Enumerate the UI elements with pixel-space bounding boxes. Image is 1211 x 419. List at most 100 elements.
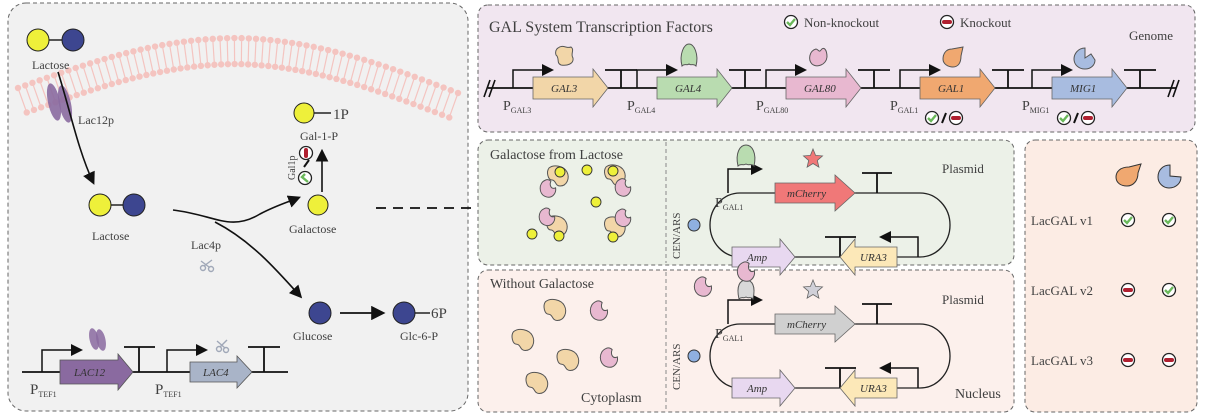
amp-gene-label: Amp [746,252,768,264]
glucose-molecule [308,301,332,325]
gal80-protein-icon [589,300,609,321]
scissors-icon [199,259,215,273]
gal1-promoter-arrow [727,163,763,193]
svg-text:PMIG1: PMIG1 [1022,99,1049,115]
promoter-sub: GAL80 [764,106,788,115]
break-mark-right [1167,79,1180,98]
gal-protein-complexes [526,164,632,243]
gal4-protein-icon [680,43,698,67]
gal4-gene-label: GAL4 [675,83,702,95]
promoter-label: P [1022,99,1030,114]
promoter-sub: GAL1 [898,106,918,115]
strain-name: LacGAL v2 [1031,283,1093,298]
terminator [729,69,761,88]
check-icon [1161,282,1177,298]
ura3-gene [839,368,898,408]
mcherry-gene-label: mCherry [787,188,826,200]
ura3-promoter-arrow [879,362,919,388]
scissors-icon [215,339,230,354]
strain-row: LacGAL v3 [1031,352,1177,368]
svg-text:PGAL80: PGAL80 [756,99,788,115]
promoter-label: P [715,196,723,211]
gal80-protein-icon [614,208,632,227]
terminator [992,69,1024,88]
gal80-protein-icon [538,207,556,226]
ura3-gene [839,237,898,277]
gal-1-p-molecule [293,102,331,124]
terminator [1124,69,1156,88]
promoter-sub: GAL3 [511,106,531,115]
mcherry-gene [774,174,856,212]
gal80-protein-icon [539,179,557,198]
break-mark-left [483,79,496,98]
origin-icon [687,349,701,363]
gal3-gene [532,67,609,109]
lac-expression-cassette: LAC12 LAC4 PTEF1 PTEF1 [22,328,288,399]
origin-icon [687,218,701,232]
gal80-protein-icon [614,178,632,197]
legend-nonknockout: Non-knockout [804,15,879,30]
lac4p-label: Lac4p [191,238,221,252]
gal80-gene-label: GAL80 [804,83,836,95]
check-icon [1120,212,1136,228]
check-icon [1161,212,1177,228]
terminator-2 [248,346,280,372]
terminator-1 [124,346,155,372]
gal1p-enzyme-label: Gal1p [287,156,298,180]
gal1-protein-icon [942,46,964,68]
gal3-protein-icon [555,45,574,66]
plasmid-label: Plasmid [942,292,984,307]
gal3-protein-icon [525,371,549,395]
gal4-protein-icon [737,279,755,300]
galactose-arrow [172,195,301,223]
mcherry-gene-label: mCherry [787,319,826,331]
lac4-gene [189,354,253,390]
knockout-icon [1161,352,1177,368]
gal3-protein-icon [556,348,580,372]
glucose-label: Glucose [293,329,332,343]
promoter-sub: GAL1 [723,334,743,343]
terminator [862,303,892,324]
gal80-gene [785,67,862,109]
genome-panel-title: GAL System Transcription Factors [489,19,713,36]
svg-text:PTEF1: PTEF1 [155,382,182,399]
galactose-molecule [553,230,565,242]
gal1-gene [919,67,996,109]
terminator [825,236,856,257]
with-galactose-title: Galactose from Lactose [490,148,623,163]
free-gal-proteins [511,298,619,395]
galactose-molecule [607,231,619,243]
gal-1-p-phosphate: 1P [333,107,349,123]
promoter-label: P [503,99,511,114]
promoter-label: P [756,99,764,114]
promoter-tef1-label: P [30,382,38,398]
lac12p-label: Lac12p [78,113,114,127]
gal80-protein-icon [809,47,828,67]
strain-name: LacGAL v1 [1031,213,1093,228]
galactose-molecule [554,166,566,178]
promoter-sub: MIG1 [1030,106,1050,115]
strain-row: LacGAL v2 [1031,282,1177,298]
plasmid-backbone [709,192,951,258]
ura3-gene-label: URA3 [860,252,887,264]
gal1-promoter-arrow [727,294,763,324]
promoter-sub: GAL4 [635,106,655,115]
check-icon [1056,110,1072,126]
gal4-gene [656,67,733,109]
legend-knockout: Knockout [960,15,1012,30]
gal80-protein-icon [599,347,619,368]
nucleus-label: Nucleus [955,387,1001,402]
metabolism-panel: Lactose Lac12p Lactose Lac4p Galactose [7,2,469,412]
terminator [605,69,637,88]
gal-1-p-label: Gal-1-P [300,129,338,143]
lac12-protein-icon [89,328,106,351]
without-galactose-panel: Without Galactose Cytoplasm [477,269,1015,413]
galactose-molecule [607,165,619,177]
galactose-label: Galactose [289,222,336,236]
strain-row: LacGAL v1 [1031,212,1177,228]
mcherry-gene [774,305,856,343]
glc-6-p-phosphate: 6P [431,306,447,322]
mig1-gene [1051,67,1128,109]
